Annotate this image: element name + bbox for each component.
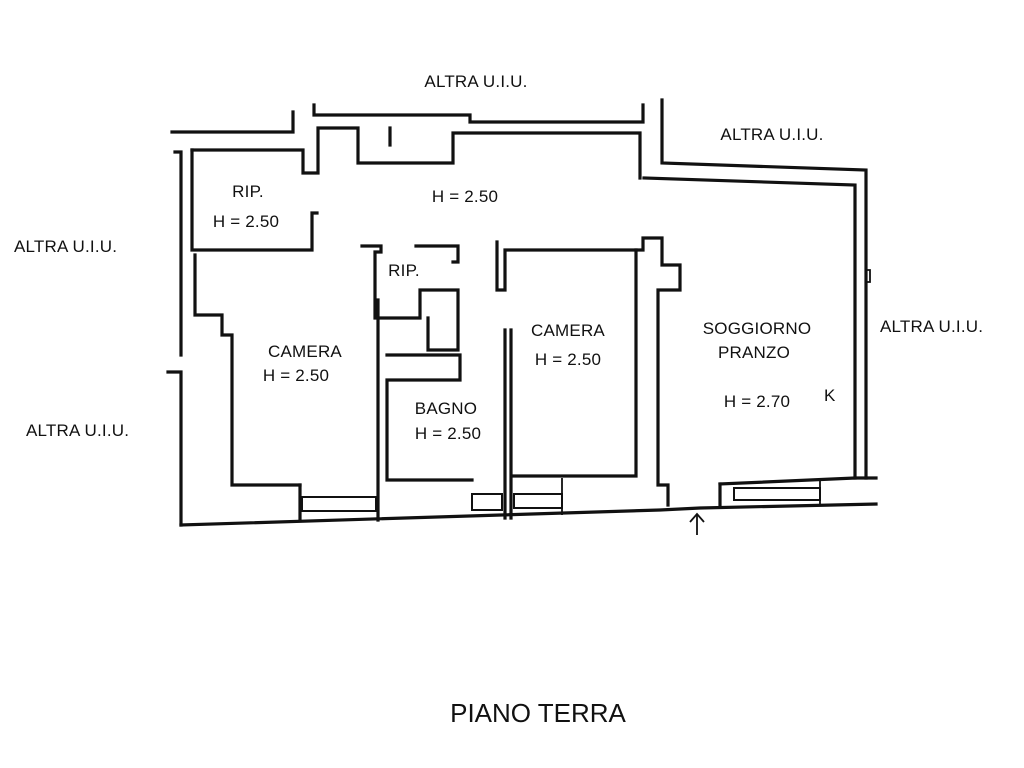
neighbor-label-top: ALTRA U.I.U. bbox=[424, 72, 528, 91]
window-camera-right bbox=[513, 493, 563, 509]
room-name-pranzo: PRANZO bbox=[717, 343, 791, 362]
room-height-hall: H = 2.50 bbox=[431, 187, 499, 206]
window-bagno bbox=[471, 493, 503, 511]
neighbor-label-left-upper: ALTRA U.I.U. bbox=[14, 237, 118, 256]
windows bbox=[301, 478, 821, 515]
room-height-bagno: H = 2.50 bbox=[414, 424, 482, 443]
kitchen-label: K bbox=[824, 386, 836, 405]
room-height-rip-left: H = 2.50 bbox=[212, 212, 280, 231]
neighbor-label-top-right: ALTRA U.I.U. bbox=[720, 125, 824, 144]
window-camera-left bbox=[301, 496, 377, 512]
room-height-camera-right: H = 2.50 bbox=[534, 350, 602, 369]
room-name-soggiorno: SOGGIORNO bbox=[702, 319, 812, 338]
room-name-camera-right: CAMERA bbox=[531, 321, 605, 340]
room-height-soggiorno: H = 2.70 bbox=[723, 392, 791, 411]
window-soggiorno bbox=[733, 487, 821, 501]
walls bbox=[166, 98, 878, 527]
room-height-camera-left: H = 2.50 bbox=[262, 366, 330, 385]
room-name-camera-left: CAMERA bbox=[268, 342, 342, 361]
floor-title: PIANO TERRA bbox=[450, 698, 626, 728]
room-name-rip-center: RIP. bbox=[388, 261, 420, 280]
neighbor-label-right: ALTRA U.I.U. bbox=[880, 317, 984, 336]
neighbor-label-left-lower: ALTRA U.I.U. bbox=[26, 421, 130, 440]
room-name-rip-left: RIP. bbox=[232, 182, 264, 201]
entrance-arrow-icon bbox=[689, 512, 705, 535]
room-name-bagno: BAGNO bbox=[414, 399, 478, 418]
